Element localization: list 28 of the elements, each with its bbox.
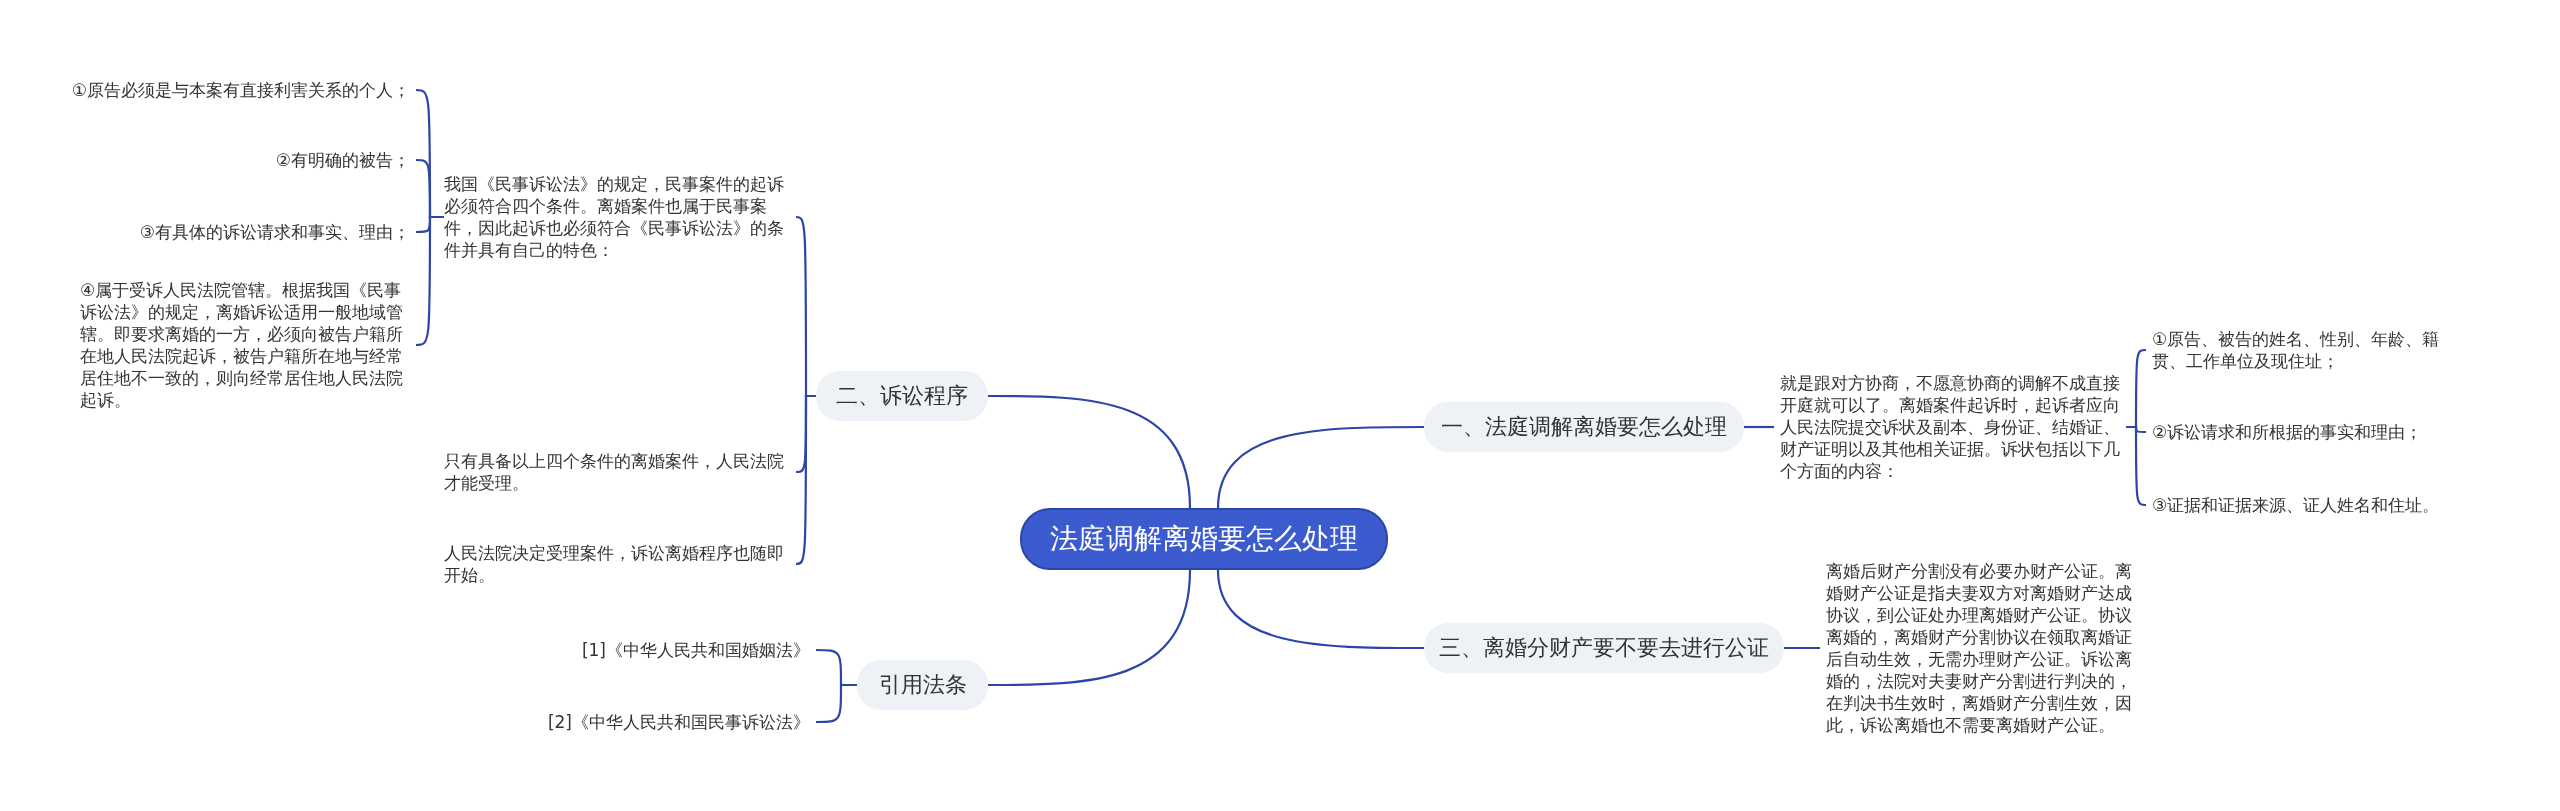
note-text: ④属于受诉人民法院管辖。根据我国《民事诉讼法》的规定，离婚诉讼适用一般地域管辖。即要求离婚的一方，必须向被告户籍所在地人民法院起诉，被告户籍所在地与经常居住地不一致的，则向经常居住地人民法院起诉。 (80, 279, 410, 411)
note-text: ②诉讼请求和所根据的事实和理由； (2152, 421, 2482, 443)
connector-line (795, 394, 816, 566)
connector-line (1784, 646, 1820, 650)
topic-box: 一、法庭调解离婚要怎么处理 (1424, 402, 1744, 452)
connector-line (1744, 425, 1774, 429)
connector-line (1216, 425, 1424, 509)
note-text: 离婚后财产分割没有必要办财产公证。离婚财产公证是指夫妻双方对离婚财产达成协议，到公证处办理离婚财产公证。协议离婚的，离婚财产分割协议在领取离婚证后自动生效，无需办理财产公证。诉讼离婚的，法院对夫妻财产分割进行判决的，在判决书生效时，离婚财产分割生效，因此，诉讼离婚也不需要离婚财产公证。 (1826, 560, 2138, 736)
note-text: ③有具体的诉讼请求和事实、理由； (60, 221, 410, 243)
topic-box: 二、诉讼程序 (816, 371, 988, 421)
topic-box: 引用法条 (857, 660, 988, 710)
connector-line (2126, 425, 2147, 507)
note-text: ②有明确的被告； (60, 149, 410, 171)
note-text: [2]《中华人民共和国民事诉讼法》 (540, 711, 810, 733)
note-text: 我国《民事诉讼法》的规定，民事案件的起诉必须符合四个条件。离婚案件也属于民事案件，因此起诉也必须符合《民事诉讼法》的条件并具有自己的特色： (444, 173, 790, 261)
note-text: ①原告、被告的姓名、性别、年龄、籍贯、工作单位及现住址； (2152, 328, 2452, 372)
connector-line (988, 394, 1192, 509)
note-text: [1]《中华人民共和国婚姻法》 (540, 639, 810, 661)
connector-line (1216, 569, 1424, 650)
connector-line (816, 683, 857, 724)
note-text: 人民法院决定受理案件，诉讼离婚程序也随即开始。 (444, 542, 790, 586)
note-text: 只有具备以上四个条件的离婚案件，人民法院才能受理。 (444, 450, 790, 494)
note-text: ③证据和证据来源、证人姓名和住址。 (2152, 494, 2482, 516)
note-text: 就是跟对方协商，不愿意协商的调解不成直接开庭就可以了。离婚案件起诉时，起诉者应向人民法院提交诉状及副本、身份证、结婚证、财产证明以及其他相关证据。诉状包括以下几个方面的内容： (1780, 372, 2126, 482)
connector-line (988, 569, 1192, 687)
topic-box: 三、离婚分财产要不要去进行公证 (1424, 623, 1784, 673)
central-topic-box: 法庭调解离婚要怎么处理 (1020, 508, 1388, 570)
note-text: ①原告必须是与本案有直接利害关系的个人； (60, 79, 410, 101)
